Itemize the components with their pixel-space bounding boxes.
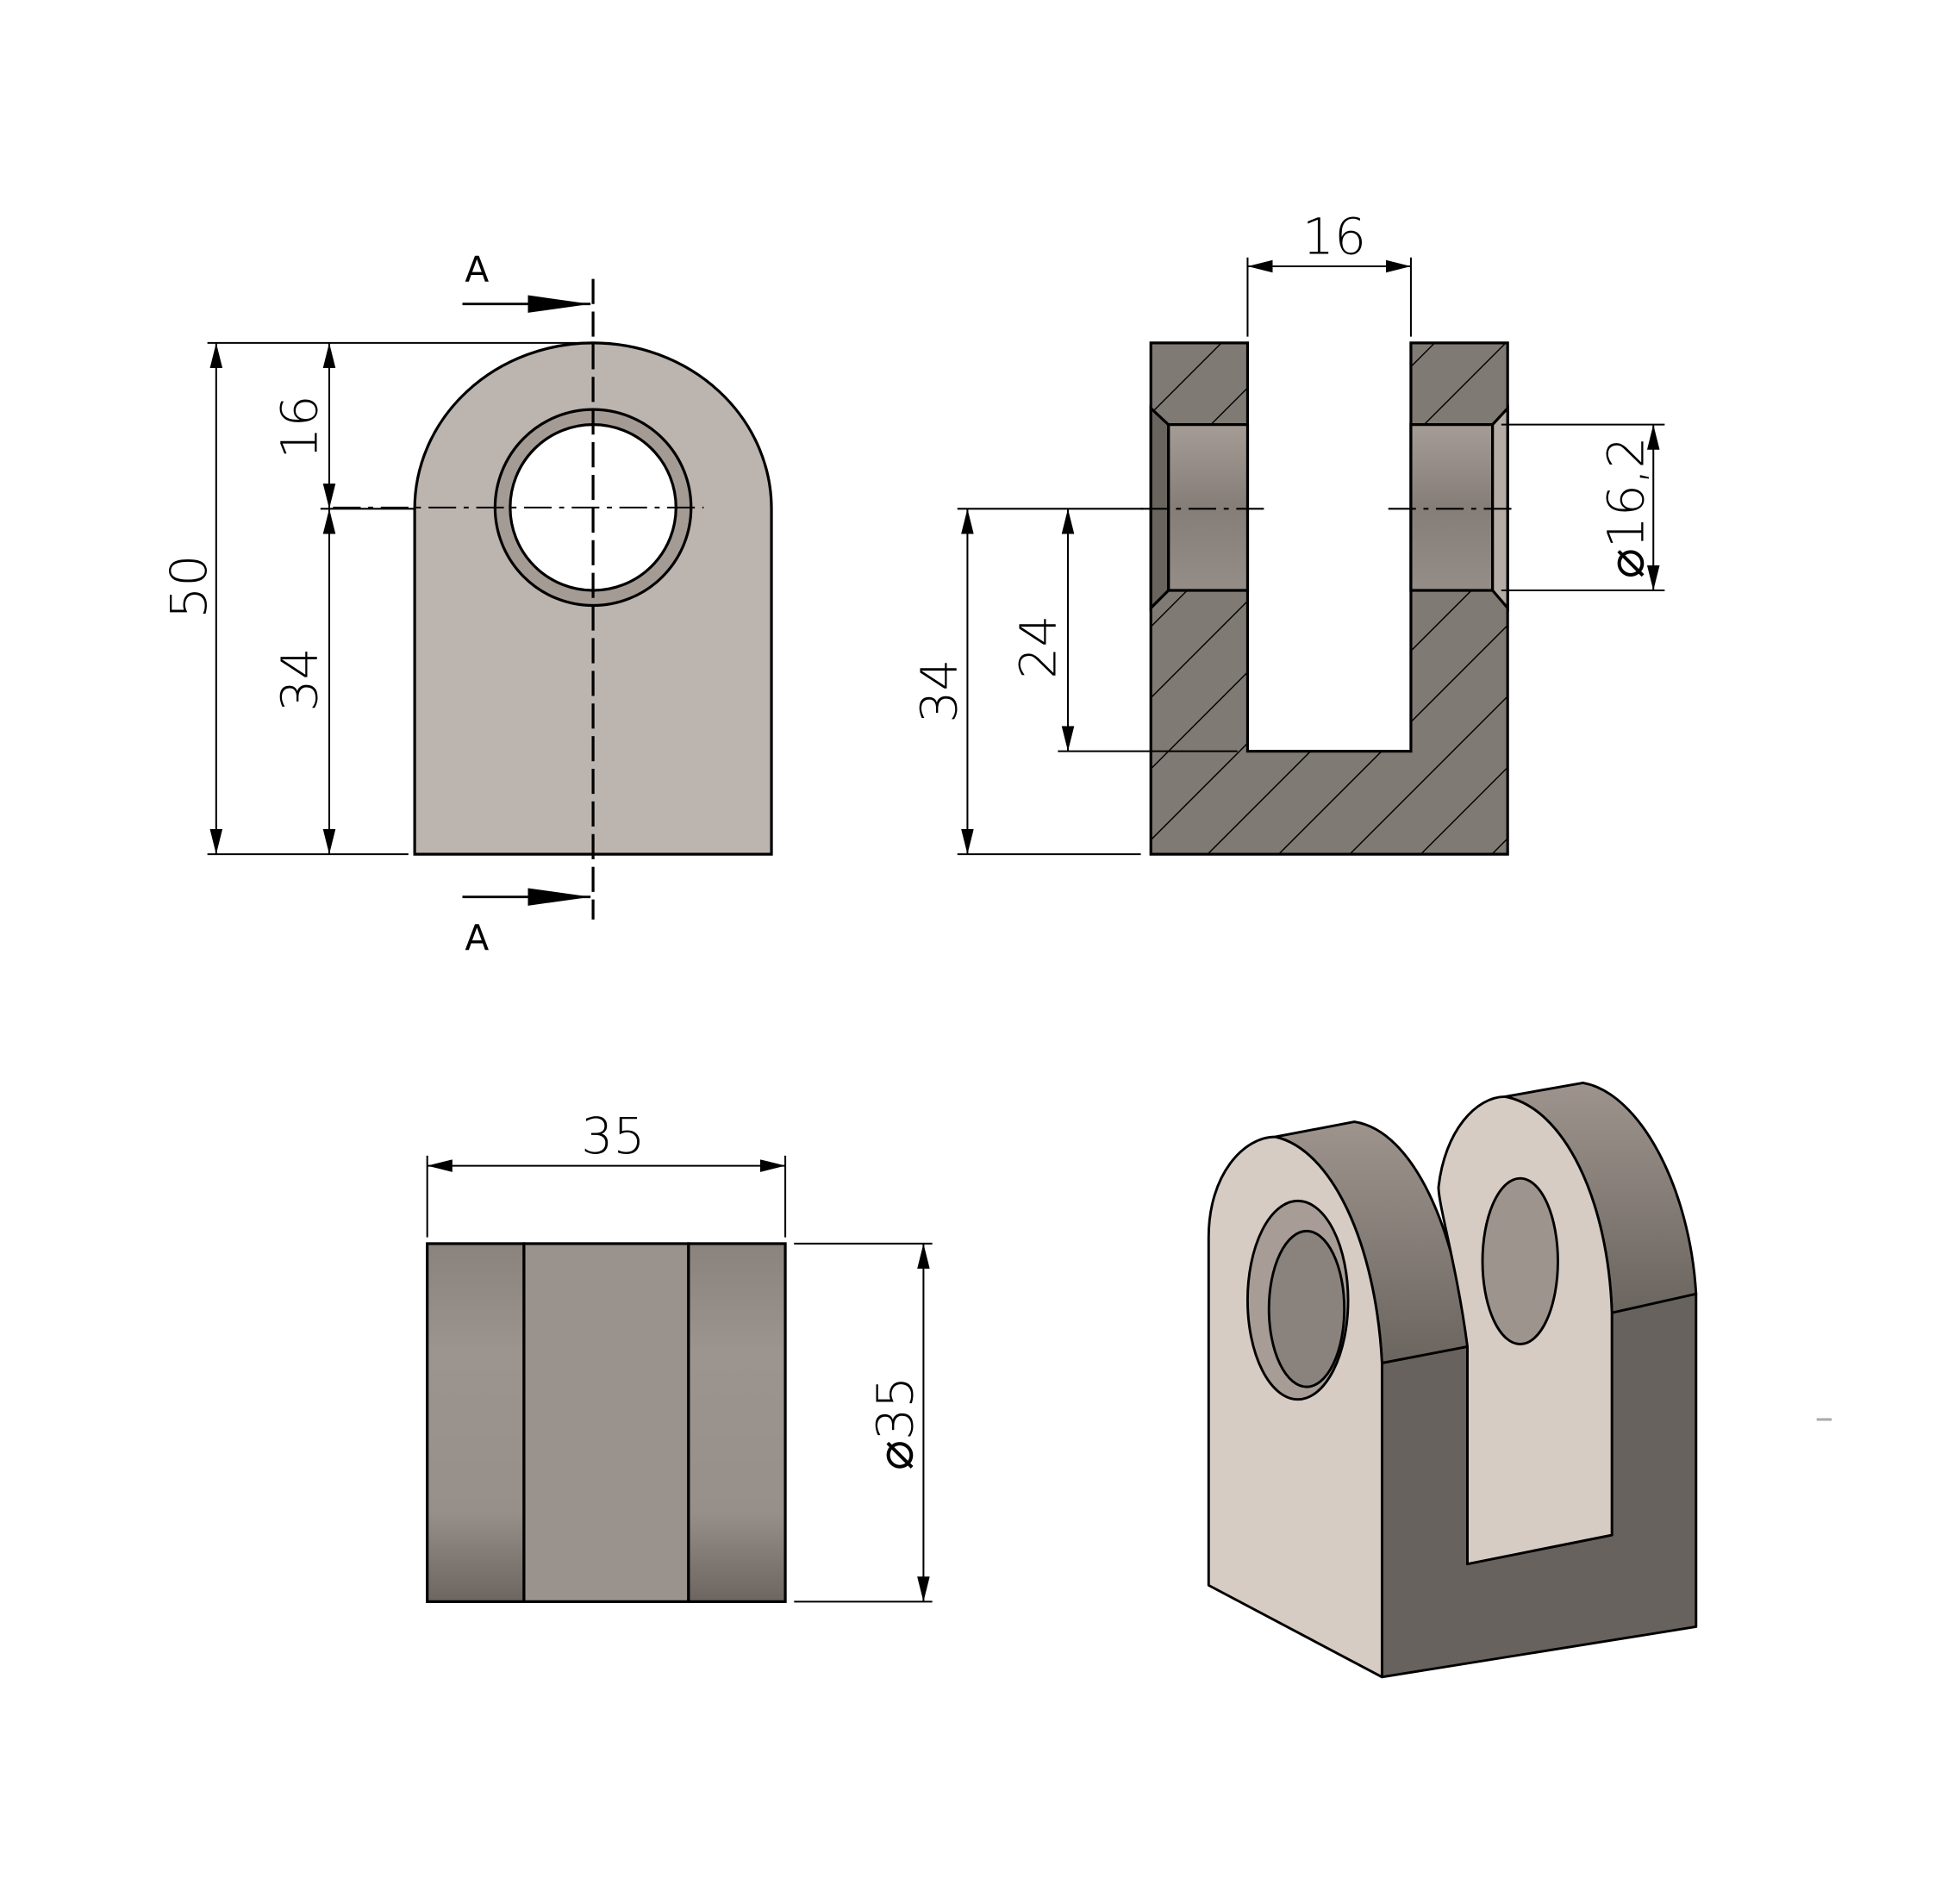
bottom-band-right (687, 1242, 787, 1603)
dim-total-height: 50 (159, 555, 218, 619)
iso-left-hole (1267, 1229, 1346, 1388)
section-label-bottom: A (465, 917, 489, 958)
section-view: 16 ⌀16,2 24 34 (909, 207, 1665, 856)
bottom-view: 35 ⌀35 (426, 1107, 933, 1603)
dim-diameter: ⌀35 (865, 1376, 924, 1470)
left-bore (1167, 423, 1250, 592)
section-label-top: A (465, 248, 489, 290)
right-bore (1409, 423, 1495, 592)
bottom-band-left (426, 1242, 526, 1603)
dim-bottom: 34 (270, 647, 328, 711)
bottom-middle (522, 1242, 690, 1603)
dim-width: 35 (581, 1107, 645, 1165)
dim-center-height: 34 (909, 659, 968, 723)
dim-slot-depth: 24 (1008, 615, 1067, 679)
iso-right-hole (1481, 1176, 1559, 1346)
dim-top: 16 (270, 395, 328, 459)
isometric-view (1207, 1081, 1698, 1679)
dim-hole-diameter: ⌀16,2 (1597, 436, 1656, 578)
front-view: A A 50 16 34 (159, 248, 773, 958)
section-hatched-body (1149, 341, 1509, 856)
dim-slot-width: 16 (1302, 207, 1366, 265)
